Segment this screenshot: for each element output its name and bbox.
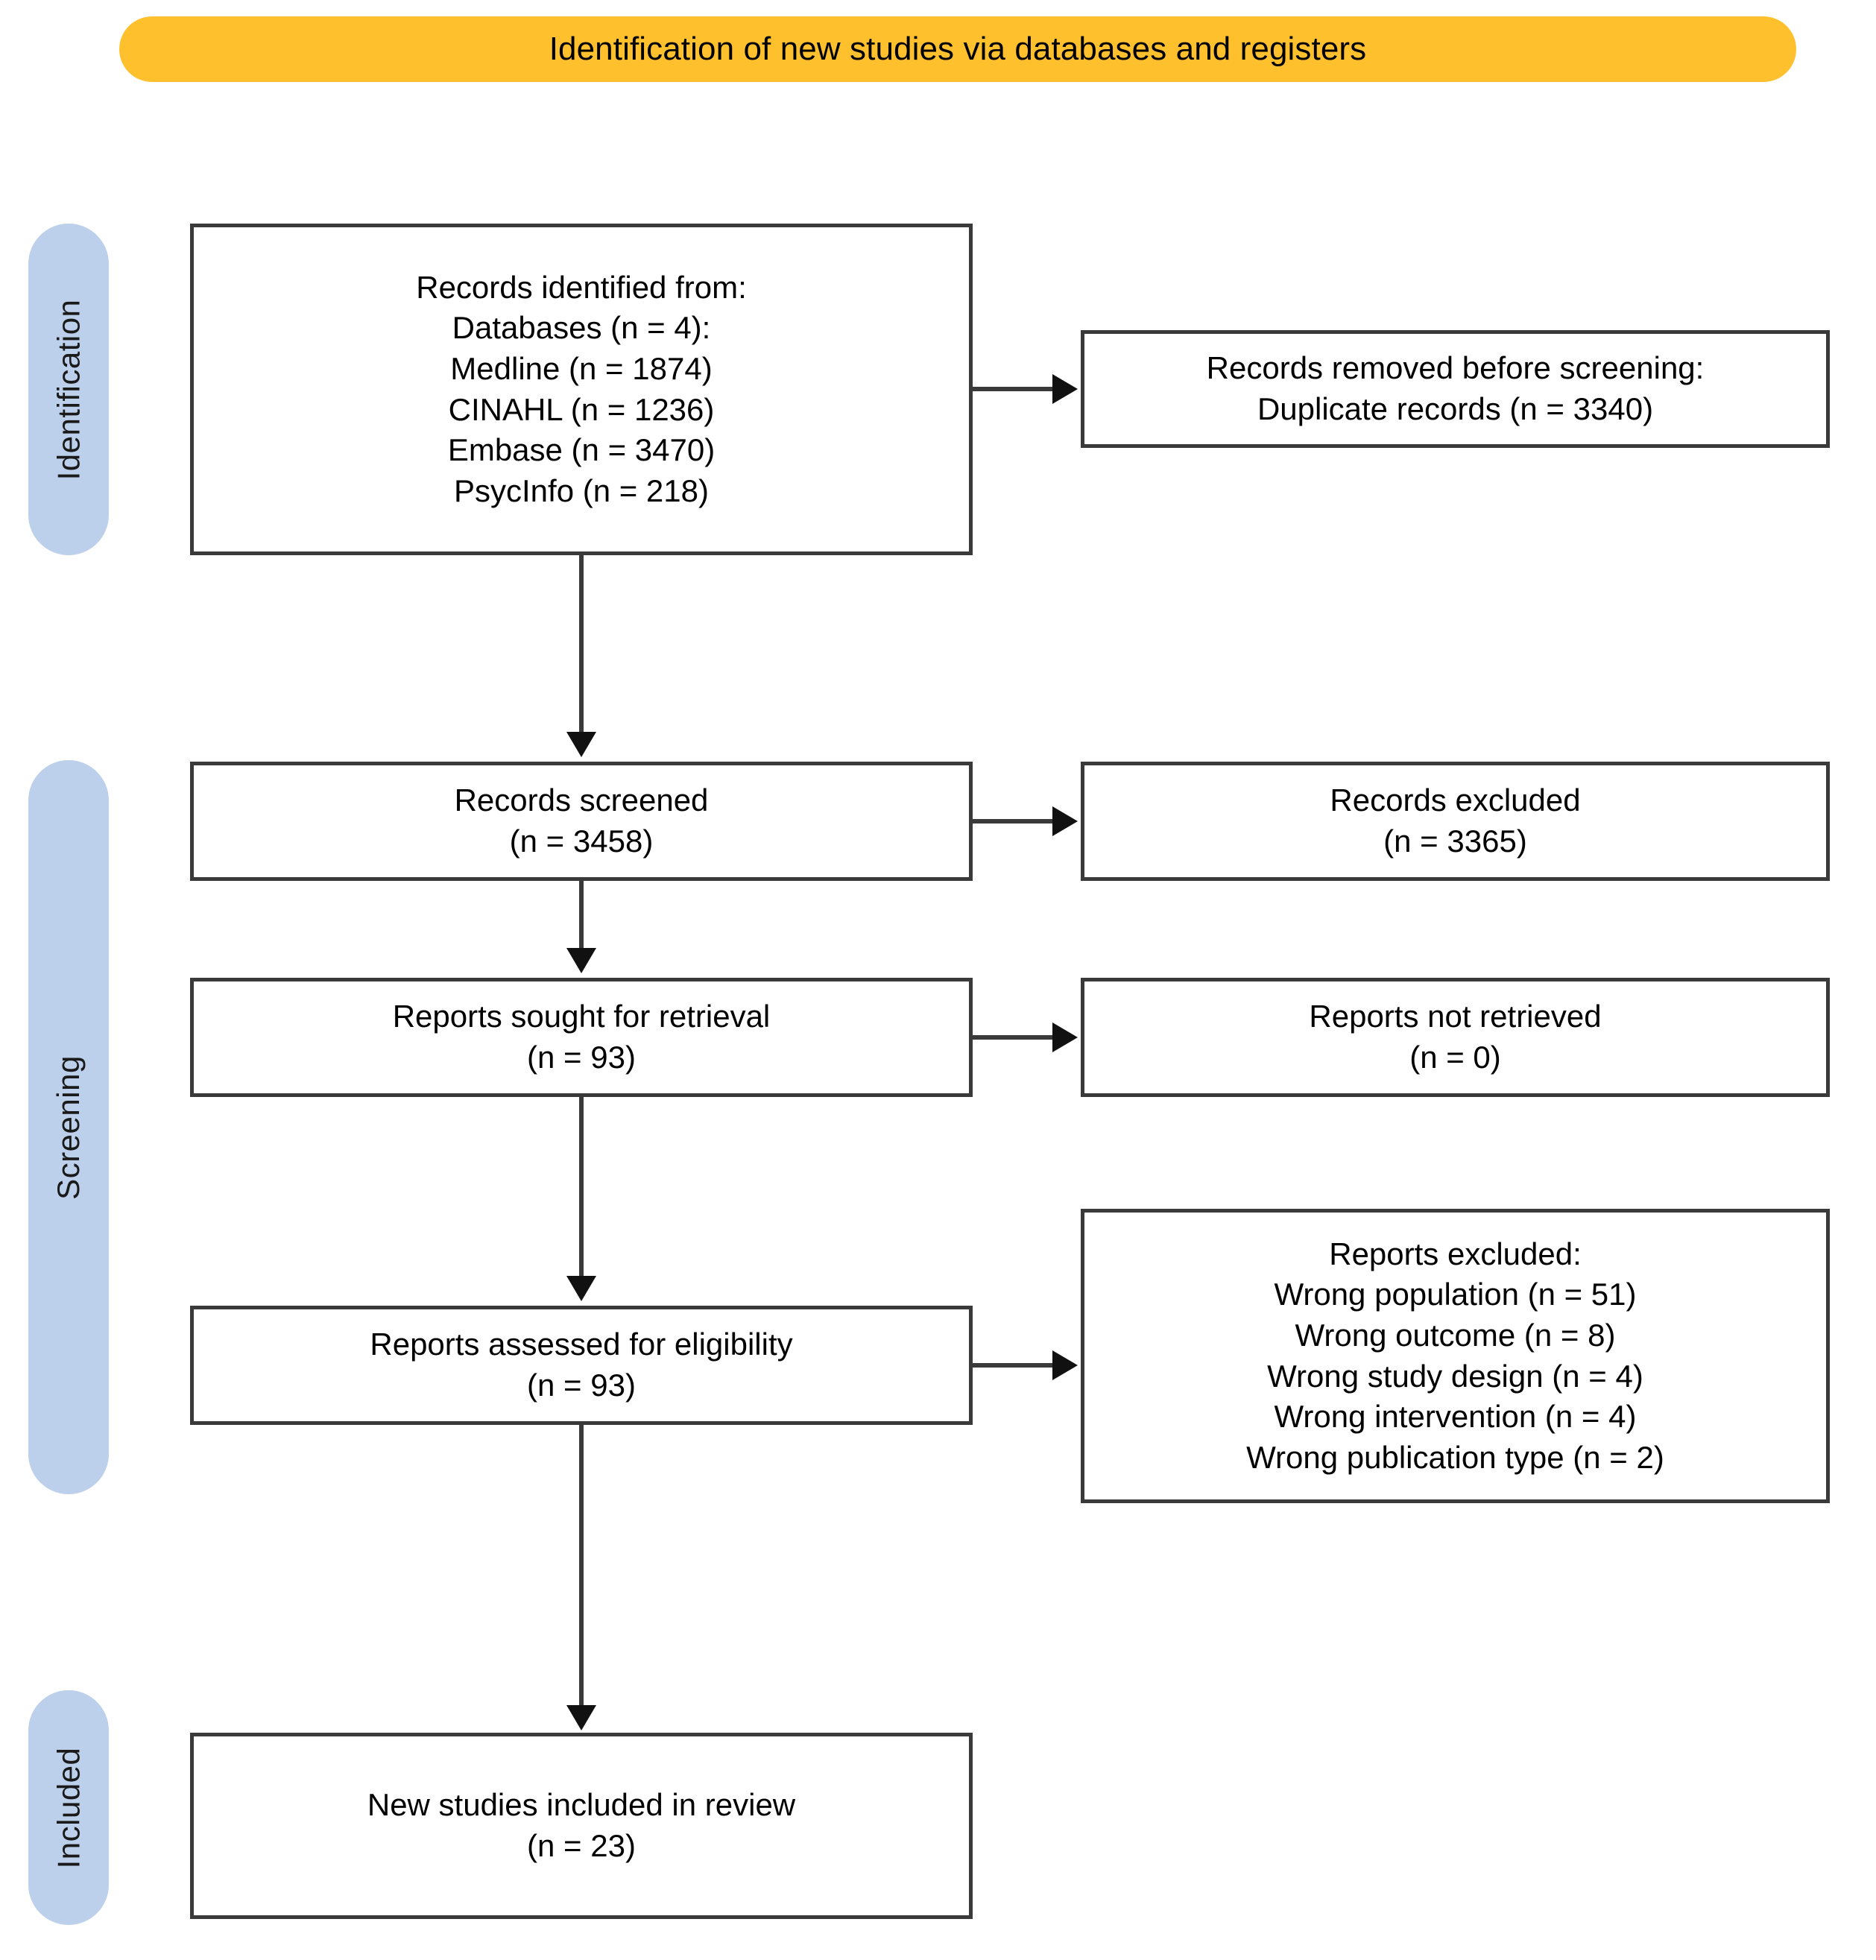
box-records-identified-text: Records identified from: Databases (n = …: [404, 268, 759, 512]
box-reports-sought-text: Reports sought for retrieval (n = 93): [381, 996, 783, 1078]
arrowhead-assessed-to-included: [566, 1705, 596, 1730]
line-new-studies-label: New studies included in review: [367, 1787, 796, 1823]
arrowhead-sought-to-not-retrieved: [1052, 1022, 1078, 1052]
stage-label-identification: Identification: [28, 224, 109, 555]
line-embase: Embase (n = 3470): [447, 432, 716, 468]
line-reports-sought-label: Reports sought for retrieval: [392, 999, 771, 1034]
box-records-screened[interactable]: Records screened (n = 3458): [190, 762, 973, 881]
line-records-screened-count: (n = 3458): [509, 823, 654, 859]
line-reports-excluded-heading: Reports excluded:: [1329, 1236, 1582, 1271]
diagram-title: Identification of new studies via databa…: [549, 31, 1367, 67]
box-new-studies-included-text: New studies included in review (n = 23): [356, 1785, 807, 1866]
line-wrong-population: Wrong population (n = 51): [1274, 1277, 1637, 1312]
connector-sought-to-assessed: [579, 1097, 584, 1280]
connector-assessed-to-reports-excluded: [973, 1363, 1055, 1368]
arrowhead-sought-to-assessed: [566, 1276, 596, 1301]
arrowhead-screened-to-sought: [566, 948, 596, 973]
line-cinahl: CINAHL (n = 1236): [448, 391, 715, 427]
line-psycinfo: PsycInfo (n = 218): [453, 472, 709, 508]
box-records-excluded-text: Records excluded (n = 3365): [1318, 780, 1592, 862]
line-reports-assessed-label: Reports assessed for eligibility: [370, 1327, 793, 1362]
box-reports-not-retrieved-text: Reports not retrieved (n = 0): [1297, 996, 1613, 1078]
box-reports-not-retrieved[interactable]: Reports not retrieved (n = 0): [1081, 978, 1830, 1097]
line-new-studies-count: (n = 23): [527, 1828, 636, 1863]
line-wrong-publication-type: Wrong publication type (n = 2): [1246, 1439, 1664, 1475]
line-duplicate-records: Duplicate records (n = 3340): [1257, 391, 1654, 426]
box-reports-excluded[interactable]: Reports excluded: Wrong population (n = …: [1081, 1209, 1830, 1503]
line-records-screened-label: Records screened: [454, 783, 709, 818]
line-records-removed-heading: Records removed before screening:: [1206, 350, 1705, 386]
box-new-studies-included-in-review[interactable]: New studies included in review (n = 23): [190, 1733, 973, 1919]
box-records-excluded[interactable]: Records excluded (n = 3365): [1081, 762, 1830, 881]
stage-label-screening: Screening: [28, 760, 109, 1494]
line-reports-not-retrieved-label: Reports not retrieved: [1309, 999, 1602, 1034]
arrowhead-identified-to-removed: [1052, 374, 1078, 404]
box-reports-sought-for-retrieval[interactable]: Reports sought for retrieval (n = 93): [190, 978, 973, 1097]
stage-label-screening-text: Screening: [51, 1055, 86, 1200]
box-reports-assessed-text: Reports assessed for eligibility (n = 93…: [358, 1324, 804, 1406]
line-wrong-outcome: Wrong outcome (n = 8): [1295, 1317, 1616, 1353]
connector-screened-to-sought: [579, 881, 584, 952]
arrowhead-identified-to-screened: [566, 732, 596, 757]
line-databases-count: Databases (n = 4):: [452, 310, 711, 346]
line-records-identified-from: Records identified from:: [416, 269, 747, 305]
line-records-excluded-count: (n = 3365): [1383, 823, 1527, 859]
line-reports-assessed-count: (n = 93): [527, 1368, 636, 1403]
box-records-screened-text: Records screened (n = 3458): [443, 780, 721, 862]
box-reports-assessed-for-eligibility[interactable]: Reports assessed for eligibility (n = 93…: [190, 1306, 973, 1425]
line-wrong-intervention: Wrong intervention (n = 4): [1274, 1399, 1637, 1435]
box-records-removed-text: Records removed before screening: Duplic…: [1195, 348, 1716, 429]
connector-assessed-to-included: [579, 1425, 584, 1708]
arrowhead-assessed-to-reports-excluded: [1052, 1350, 1078, 1380]
connector-identified-to-screened: [579, 555, 584, 734]
stage-label-included-text: Included: [51, 1747, 86, 1868]
box-reports-excluded-text: Reports excluded: Wrong population (n = …: [1234, 1234, 1676, 1479]
line-records-excluded-label: Records excluded: [1330, 783, 1581, 818]
box-records-removed-before-screening[interactable]: Records removed before screening: Duplic…: [1081, 330, 1830, 448]
line-medline: Medline (n = 1874): [450, 350, 713, 386]
connector-sought-to-not-retrieved: [973, 1035, 1055, 1040]
connector-screened-to-records-excluded: [973, 819, 1055, 823]
stage-label-identification-text: Identification: [51, 299, 86, 480]
line-wrong-study-design: Wrong study design (n = 4): [1267, 1358, 1643, 1394]
box-records-identified[interactable]: Records identified from: Databases (n = …: [190, 224, 973, 555]
arrowhead-screened-to-records-excluded: [1052, 806, 1078, 836]
diagram-title-banner: Identification of new studies via databa…: [119, 16, 1796, 82]
stage-label-included: Included: [28, 1690, 109, 1925]
connector-identified-to-removed: [973, 387, 1055, 391]
line-reports-sought-count: (n = 93): [527, 1040, 636, 1075]
line-reports-not-retrieved-count: (n = 0): [1409, 1040, 1501, 1075]
